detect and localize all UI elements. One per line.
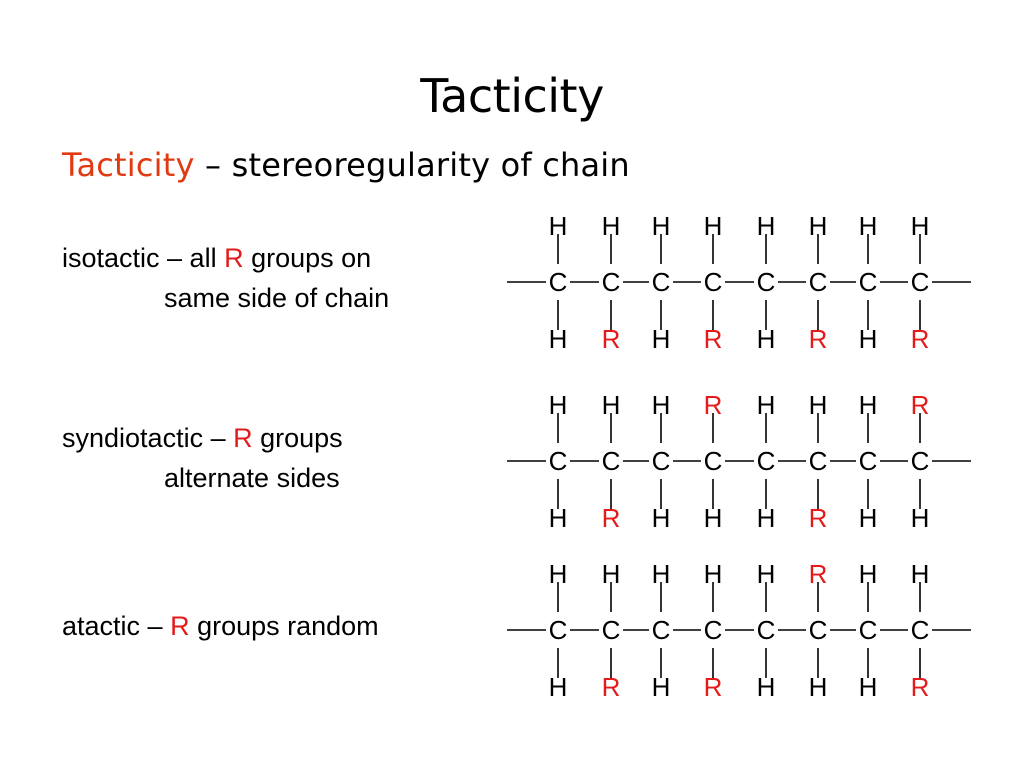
r-group-top: R <box>911 390 930 420</box>
hydrogen-bottom: H <box>757 324 776 354</box>
hydrogen-top: H <box>757 390 776 420</box>
carbon-atom: C <box>757 267 776 297</box>
carbon-atom: C <box>652 267 671 297</box>
carbon-atom: C <box>602 615 621 645</box>
carbon-atom: C <box>859 267 878 297</box>
carbon-atom: C <box>704 446 723 476</box>
hydrogen-top: H <box>549 559 568 589</box>
r-group-top: R <box>809 559 828 589</box>
slide-title: Tacticity <box>420 69 604 123</box>
subtitle-term: Tacticity <box>62 146 195 184</box>
carbon-atom: C <box>704 267 723 297</box>
carbon-atom: C <box>602 267 621 297</box>
carbon-atom: C <box>809 267 828 297</box>
r-group-bottom: R <box>602 672 621 702</box>
hydrogen-bottom: H <box>859 324 878 354</box>
r-group-label: R <box>170 611 190 641</box>
hydrogen-bottom: H <box>652 324 671 354</box>
desc-text: isotactic – all <box>62 243 225 273</box>
hydrogen-top: H <box>549 211 568 241</box>
carbon-atom: C <box>652 615 671 645</box>
desc-line2: alternate sides <box>164 463 340 493</box>
carbon-atom: C <box>911 615 930 645</box>
hydrogen-bottom: H <box>549 324 568 354</box>
carbon-atom: C <box>757 615 776 645</box>
hydrogen-bottom: H <box>652 503 671 533</box>
desc-text: syndiotactic – <box>62 423 234 453</box>
hydrogen-top: H <box>859 390 878 420</box>
hydrogen-bottom: H <box>549 503 568 533</box>
hydrogen-top: H <box>602 390 621 420</box>
hydrogen-top: H <box>602 559 621 589</box>
carbon-atom: C <box>652 446 671 476</box>
isotactic-description: isotactic – all R groups on same side of … <box>62 238 482 318</box>
r-group-bottom: R <box>602 324 621 354</box>
carbon-atom: C <box>911 267 930 297</box>
hydrogen-top: H <box>911 559 930 589</box>
subtitle: Tacticity – stereoregularity of chain <box>62 142 630 188</box>
carbon-atom: C <box>809 446 828 476</box>
hydrogen-top: H <box>704 559 723 589</box>
r-group-bottom: R <box>911 672 930 702</box>
hydrogen-bottom: H <box>652 672 671 702</box>
hydrogen-bottom: H <box>809 672 828 702</box>
desc-line2: same side of chain <box>164 283 390 313</box>
r-group-bottom: R <box>602 503 621 533</box>
desc-text: atactic – <box>62 611 171 641</box>
carbon-atom: C <box>911 446 930 476</box>
hydrogen-top: H <box>652 211 671 241</box>
r-group-bottom: R <box>911 324 930 354</box>
hydrogen-top: H <box>809 211 828 241</box>
hydrogen-top: H <box>652 390 671 420</box>
subtitle-definition: – stereoregularity of chain <box>194 146 630 184</box>
carbon-atom: C <box>809 615 828 645</box>
carbon-atom: C <box>549 267 568 297</box>
r-group-bottom: R <box>704 672 723 702</box>
hydrogen-top: H <box>809 390 828 420</box>
carbon-atom: C <box>549 615 568 645</box>
r-group-label: R <box>224 243 244 273</box>
r-group-bottom: R <box>809 324 828 354</box>
carbon-atom: C <box>757 446 776 476</box>
hydrogen-bottom: H <box>859 503 878 533</box>
hydrogen-top: H <box>859 211 878 241</box>
carbon-atom: C <box>859 615 878 645</box>
hydrogen-bottom: H <box>757 503 776 533</box>
syndiotactic-description: syndiotactic – R groups alternate sides <box>62 418 482 498</box>
hydrogen-top: H <box>549 390 568 420</box>
hydrogen-bottom: H <box>911 503 930 533</box>
desc-text: groups on <box>243 243 372 273</box>
carbon-atom: C <box>704 615 723 645</box>
r-group-bottom: R <box>704 324 723 354</box>
hydrogen-top: H <box>757 559 776 589</box>
hydrogen-bottom: H <box>704 503 723 533</box>
hydrogen-top: H <box>911 211 930 241</box>
hydrogen-bottom: H <box>859 672 878 702</box>
r-group-bottom: R <box>809 503 828 533</box>
hydrogen-bottom: H <box>757 672 776 702</box>
carbon-atom: C <box>549 446 568 476</box>
desc-text: groups <box>252 423 343 453</box>
hydrogen-top: H <box>704 211 723 241</box>
hydrogen-top: H <box>859 559 878 589</box>
carbon-atom: C <box>859 446 878 476</box>
hydrogen-bottom: H <box>549 672 568 702</box>
desc-text: groups random <box>189 611 379 641</box>
hydrogen-top: H <box>652 559 671 589</box>
carbon-atom: C <box>602 446 621 476</box>
r-group-label: R <box>233 423 253 453</box>
r-group-top: R <box>704 390 723 420</box>
hydrogen-top: H <box>602 211 621 241</box>
atactic-description: atactic – R groups random <box>62 606 482 646</box>
hydrogen-top: H <box>757 211 776 241</box>
